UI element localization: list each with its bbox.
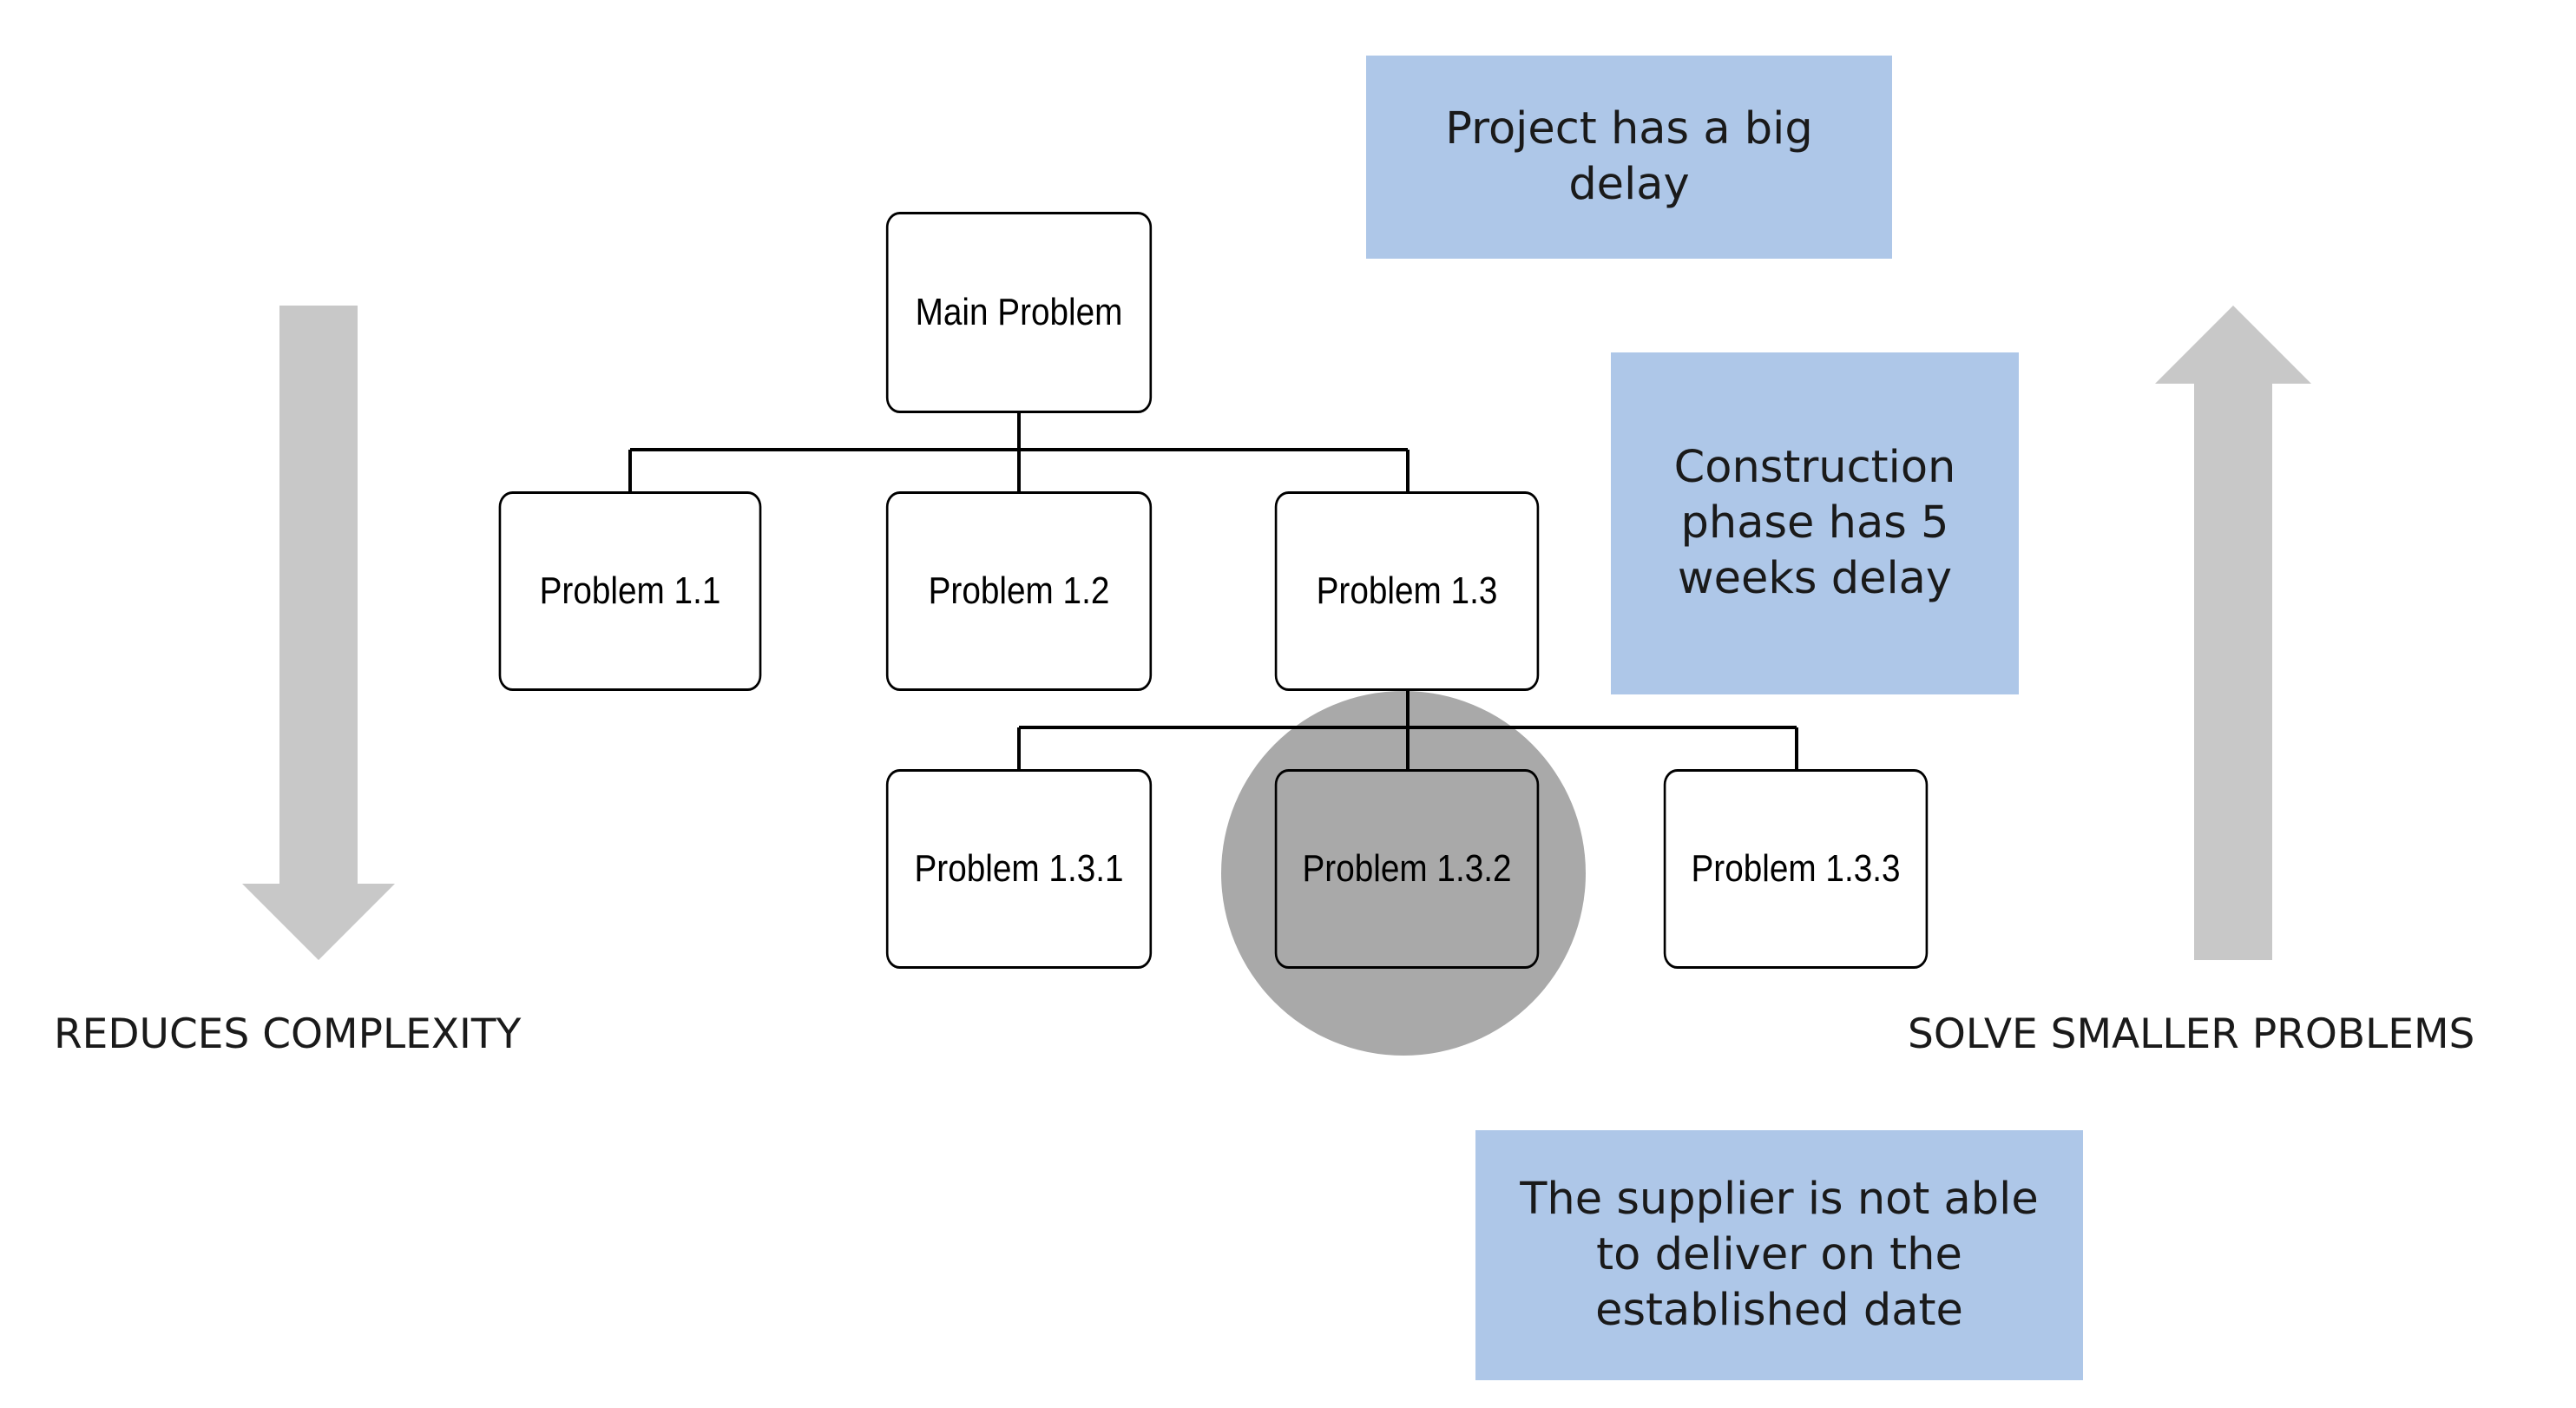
problem-1-1-label: Problem 1.1 bbox=[539, 569, 721, 612]
problem-1-3-node: Problem 1.3 bbox=[1274, 491, 1540, 691]
solve-smaller-problems-label: SOLVE SMALLER PROBLEMS bbox=[1908, 1010, 2475, 1058]
problem-1-3-2-node: Problem 1.3.2 bbox=[1274, 769, 1540, 969]
main-problem-label: Main Problem bbox=[915, 291, 1123, 333]
note-project-delay-text: Project has a big delay bbox=[1445, 103, 1813, 210]
tree-connectors bbox=[628, 413, 1798, 769]
problem-1-3-2-label: Problem 1.3.2 bbox=[1302, 847, 1512, 890]
problem-1-3-label: Problem 1.3 bbox=[1316, 569, 1498, 612]
down-arrow-icon bbox=[242, 306, 395, 960]
note-construction-delay-text: Construction phase has 5 weeks delay bbox=[1673, 442, 1956, 604]
problem-1-3-1-label: Problem 1.3.1 bbox=[914, 847, 1124, 890]
problem-1-3-1-node: Problem 1.3.1 bbox=[885, 769, 1153, 969]
up-arrow-icon bbox=[2155, 306, 2311, 960]
problem-1-3-3-label: Problem 1.3.3 bbox=[1691, 847, 1901, 890]
problem-1-1-node: Problem 1.1 bbox=[498, 491, 762, 691]
note-supplier-delay-text: The supplier is not able to deliver on t… bbox=[1520, 1174, 2039, 1336]
problem-1-2-node: Problem 1.2 bbox=[885, 491, 1153, 691]
note-supplier-delay: The supplier is not able to deliver on t… bbox=[1475, 1130, 2083, 1380]
note-project-delay: Project has a big delay bbox=[1366, 56, 1892, 259]
main-problem-node: Main Problem bbox=[885, 212, 1153, 413]
note-construction-delay: Construction phase has 5 weeks delay bbox=[1611, 352, 2019, 694]
problem-1-3-3-node: Problem 1.3.3 bbox=[1663, 769, 1929, 969]
reduces-complexity-label: REDUCES COMPLEXITY bbox=[54, 1010, 522, 1058]
problem-1-2-label: Problem 1.2 bbox=[928, 569, 1110, 612]
